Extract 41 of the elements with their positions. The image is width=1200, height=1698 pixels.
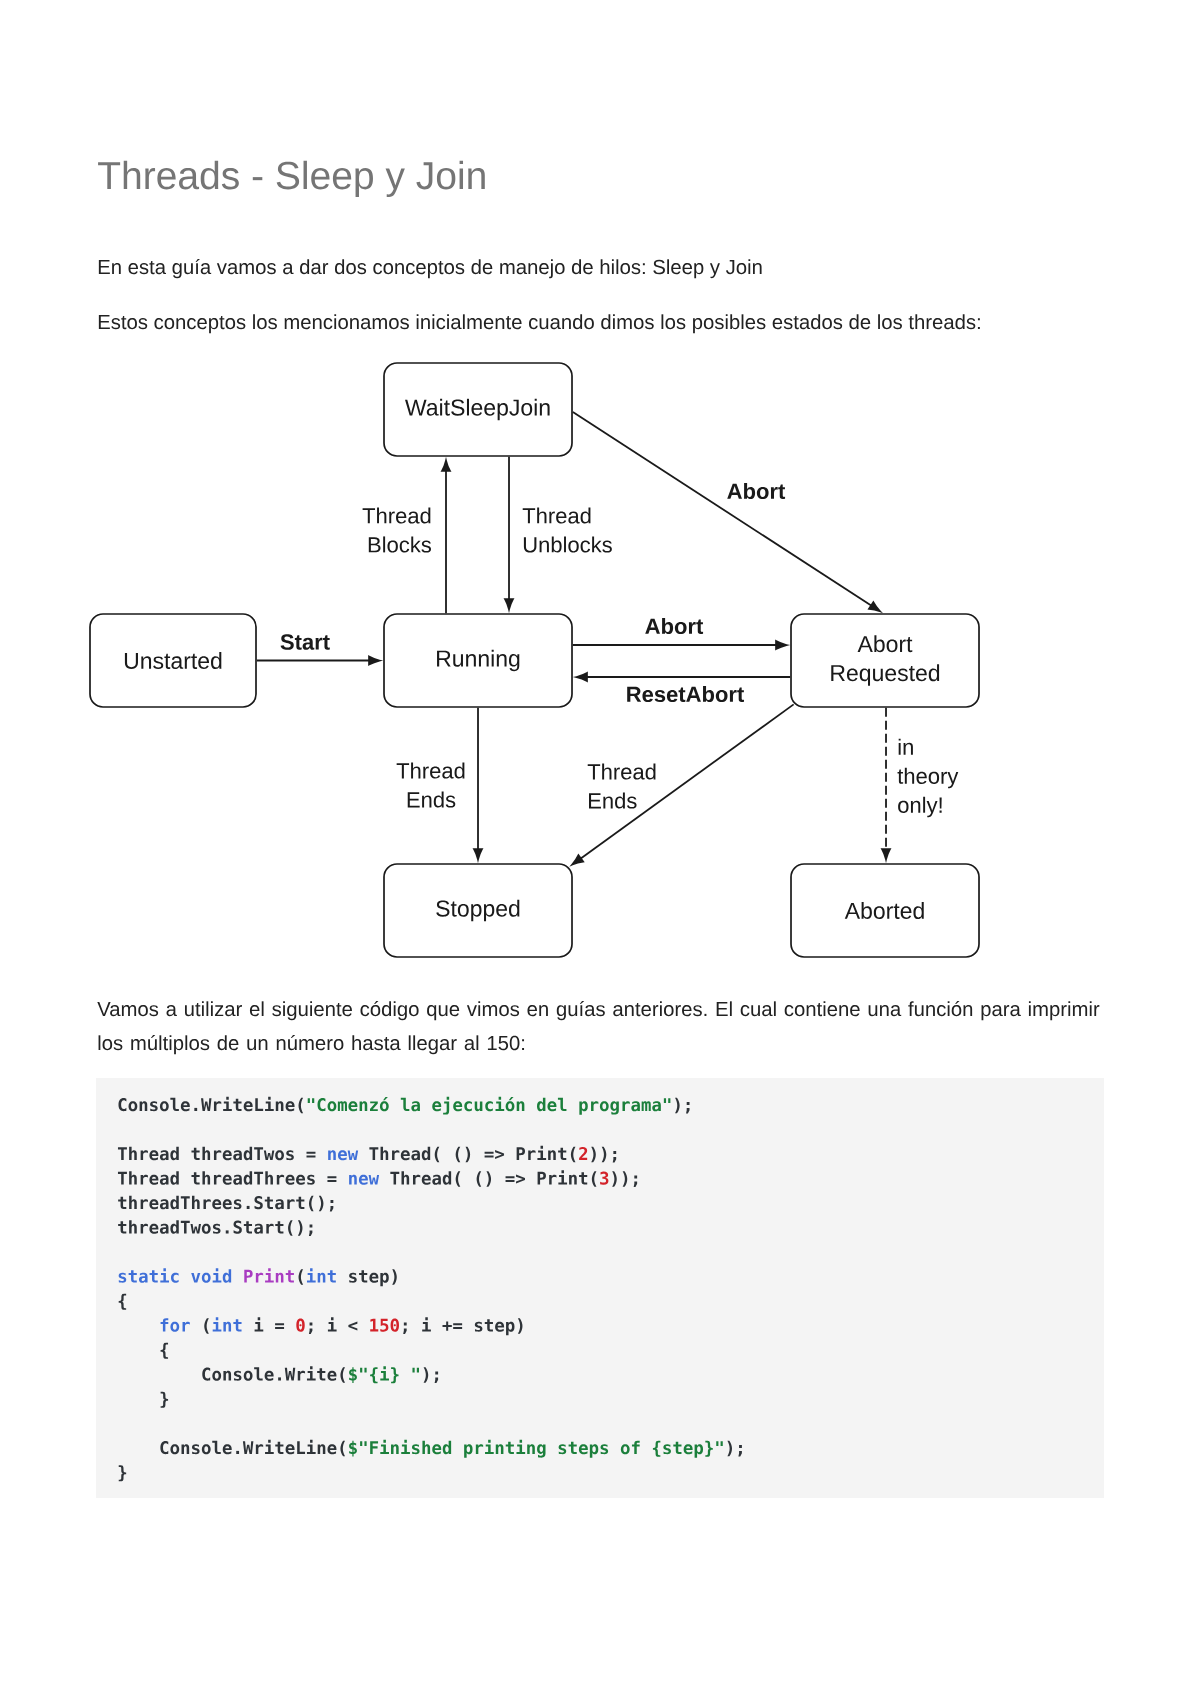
paragraph: Estos conceptos los mencionamos inicialmente cuando dimos los posibles estados de los threads: (98, 314, 980, 334)
code-line: static void Print(int step) (118, 1268, 397, 1287)
edge-label: Start (280, 634, 330, 650)
arrow (255, 655, 381, 666)
paragraph: En esta guía vamos a dar dos conceptos de manejo de hilos: Sleep y Join (98, 259, 762, 279)
edge-label: Thread Blocks (362, 507, 431, 553)
edge-label: in theory only! (897, 738, 959, 818)
arrow (571, 703, 795, 866)
state-box: Stopped (383, 863, 573, 958)
arrow (473, 706, 483, 861)
code-line: } (160, 1391, 169, 1408)
arrow (441, 459, 451, 615)
state-box: Running (383, 613, 573, 708)
state-box: Abort Requested (790, 613, 980, 708)
code-line: { (118, 1293, 127, 1310)
code-line: Thread threadThrees = new Thread( () => Print(3)); (117, 1170, 638, 1187)
edge-label: Thread Ends (587, 763, 656, 809)
title: Threads - Sleep y Join (98, 160, 485, 198)
code-line: Console.WriteLine("Comenzó la ejecución del programa"); (118, 1096, 690, 1115)
code-line: for (int i = 0; i < 150; i += step) (160, 1317, 523, 1336)
state-box: Aborted (790, 863, 980, 958)
edge-label: ResetAbort (627, 685, 744, 703)
code-line: threadThrees.Start(); (118, 1195, 334, 1212)
code-line: Console.Write($"{i} "); (202, 1366, 439, 1384)
arrow (575, 672, 792, 682)
arrow (571, 640, 788, 650)
paragraph: Vamos a utilizar el siguiente código que vimos en guías anteriores. El cual contiene una función para imprimir los múltiplos de un número hasta llegar al 150: (97, 1001, 1100, 1055)
state-box: WaitSleepJoin (383, 362, 573, 457)
edge-label: Thread Unblocks (522, 507, 612, 553)
code-line: } (118, 1465, 127, 1482)
edge-label: Abort (727, 482, 786, 500)
edge-label: Abort (645, 617, 704, 635)
code-line: threadTwos.Start(); (118, 1220, 313, 1236)
code-line: { (160, 1342, 169, 1359)
code-line: Console.WriteLine($"Finished printing steps of {step}"); (160, 1439, 742, 1458)
edge-label: Thread Ends (396, 762, 465, 808)
arrow (571, 411, 881, 612)
arrow (504, 455, 514, 611)
dashed-arrow (881, 706, 891, 861)
code-line: Thread threadTwos = new Thread( () => Print(2)); (117, 1145, 617, 1163)
state-box: Unstarted (89, 613, 257, 708)
